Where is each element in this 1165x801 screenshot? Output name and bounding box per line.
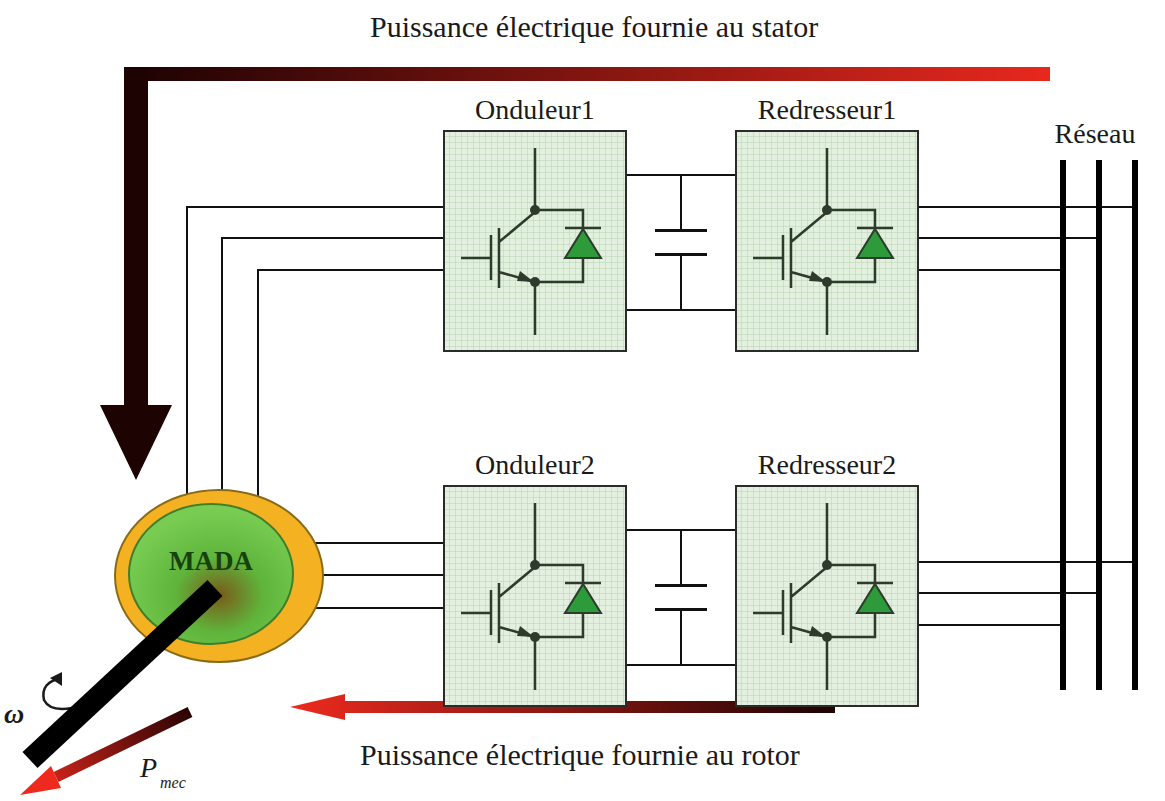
diode-symbol <box>857 229 893 258</box>
symbol-label: ω <box>4 698 24 730</box>
wire <box>680 255 682 311</box>
wire <box>655 584 707 587</box>
three-phase-link <box>919 207 1135 270</box>
igbt-symbol <box>753 148 893 335</box>
shaft <box>30 588 215 760</box>
dc-link <box>627 175 735 310</box>
grid-bar <box>1132 160 1138 690</box>
grid-node: Réseau <box>1040 118 1150 698</box>
symbol-label: mec <box>160 774 186 792</box>
converter-box <box>735 130 919 352</box>
igbt-symbol <box>753 503 893 690</box>
power-flow-label: Puissance électrique fournie au stator <box>370 10 818 44</box>
component-label: Onduleur1 <box>423 94 647 126</box>
three-phase-link <box>919 562 1135 625</box>
power-flow-label: Puissance électrique fournie au rotor <box>360 738 800 772</box>
wire <box>680 610 682 666</box>
diode-symbol <box>565 229 601 258</box>
stator-power-arrow <box>100 67 1050 480</box>
grid-bar <box>1096 160 1102 690</box>
wire <box>323 574 443 576</box>
igbt-symbol <box>461 503 601 690</box>
diode-symbol <box>857 584 893 613</box>
wire <box>258 270 443 496</box>
junction-dot <box>822 277 832 287</box>
grid-bar <box>1060 160 1066 690</box>
machine-label: MADA <box>113 546 309 577</box>
wire <box>655 229 707 232</box>
converter-box <box>443 485 627 707</box>
wire <box>655 608 707 611</box>
converter-box <box>443 130 627 352</box>
wire <box>919 206 1135 208</box>
wire <box>680 530 682 586</box>
component-label: Réseau <box>1040 118 1150 150</box>
wire <box>919 561 1135 563</box>
wire <box>315 542 443 544</box>
wire <box>316 607 443 609</box>
component-label: Redresseur1 <box>715 94 939 126</box>
converter-node: Onduleur1 <box>443 130 627 352</box>
rotation-arrow <box>43 672 72 709</box>
wire <box>919 237 1099 239</box>
three-phase-link <box>315 543 443 608</box>
igbt-symbol <box>461 148 601 335</box>
converter-node: Onduleur2 <box>443 485 627 707</box>
converter-box <box>735 485 919 707</box>
junction-dot <box>822 205 832 215</box>
wire <box>919 269 1063 271</box>
dc-link <box>627 530 735 665</box>
machine-node: MADA <box>113 488 325 664</box>
converter-node: Redresseur1 <box>735 130 919 352</box>
junction-dot <box>822 632 832 642</box>
grid-bars <box>1040 118 1150 698</box>
component-label: Redresseur2 <box>715 449 939 481</box>
converter-node: Redresseur2 <box>735 485 919 707</box>
junction-dot <box>530 277 540 287</box>
wire <box>919 624 1063 626</box>
wire <box>187 207 443 494</box>
junction-dot <box>530 560 540 570</box>
three-phase-link <box>187 207 443 496</box>
wire <box>919 592 1099 594</box>
diode-symbol <box>565 584 601 613</box>
junction-dot <box>822 560 832 570</box>
wire <box>222 238 443 490</box>
junction-dot <box>530 632 540 642</box>
wire <box>655 253 707 256</box>
wire <box>680 175 682 231</box>
symbol-label: P <box>140 752 157 784</box>
junction-dot <box>530 205 540 215</box>
component-label: Onduleur2 <box>423 449 647 481</box>
